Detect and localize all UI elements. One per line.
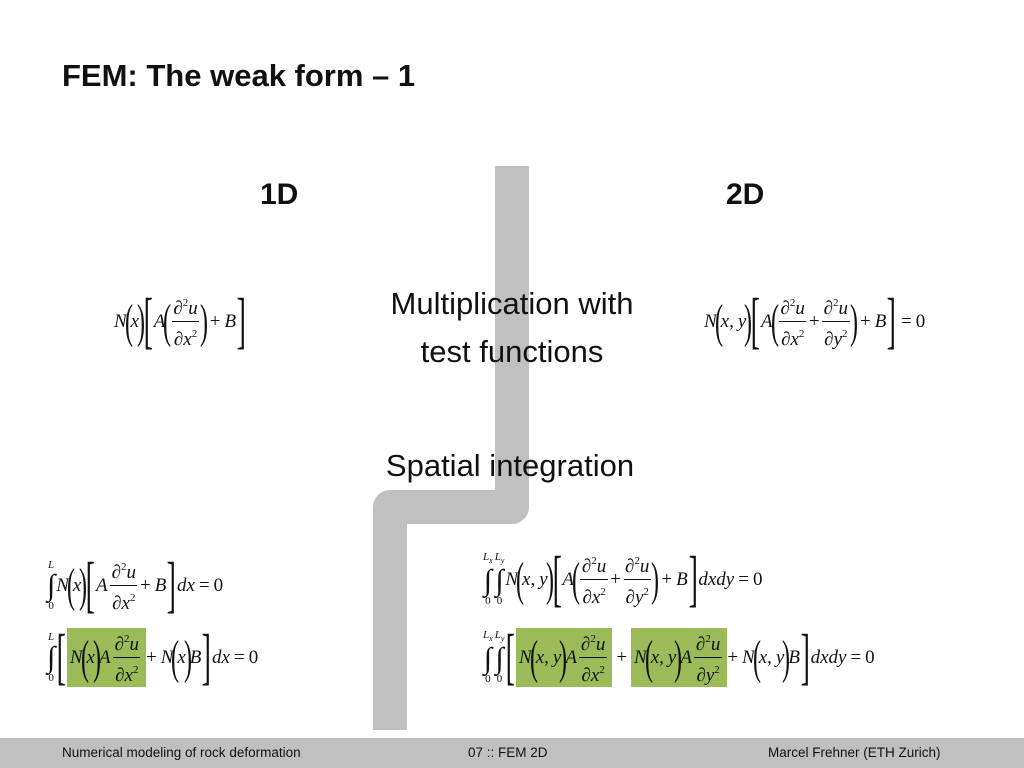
step-multiplication-line2: test functions (420, 334, 604, 369)
slide-title: FEM: The weak form – 1 (62, 58, 416, 93)
footer-lecture-number: 07 :: FEM 2D (468, 745, 548, 760)
footer-course-title: Numerical modeling of rock deformation (62, 745, 301, 760)
highlighted-term-x: N(x,y)A ∂2u∂x2 (516, 628, 613, 687)
column-heading-1d: 1D (260, 178, 299, 211)
step-multiplication-line1: Multiplication with (390, 286, 634, 321)
equation-2d-integral-expanded: Lx∫0 Ly∫0 [ N(x,y)A ∂2u∂x2 + N(x,y)A ∂2u… (483, 622, 875, 691)
equation-2d-integral: Lx∫0 Ly∫0 N(x,y) [ A( ∂2u∂x2 + ∂2u∂y2 )+… (483, 544, 763, 613)
step-integration-text: Spatial integration (385, 448, 635, 483)
equation-1d-integral: L∫0 N(x) [ A ∂2u∂x2 +B ] dx=0 (47, 550, 224, 619)
highlighted-term-y: N(x,y)A ∂2u∂y2 (631, 628, 728, 687)
column-heading-2d: 2D (726, 178, 765, 211)
highlighted-term: N(x)A ∂2u∂x2 (66, 628, 146, 687)
footer-author: Marcel Frehner (ETH Zurich) (768, 745, 941, 760)
footer-bar: Numerical modeling of rock deformation 0… (0, 738, 1024, 768)
equation-1d-test-function: N(x) [ A( ∂2u∂x2 )+B ] (114, 286, 247, 355)
equation-2d-test-function: N(x,y) [ A( ∂2u∂x2 + ∂2u∂y2 )+B ]=0 (704, 286, 926, 355)
equation-1d-integral-expanded: L∫0 [ N(x)A ∂2u∂x2 +N(x)B ] dx=0 (47, 622, 259, 691)
step-multiplication-text: Multiplication with test functions (352, 280, 672, 376)
